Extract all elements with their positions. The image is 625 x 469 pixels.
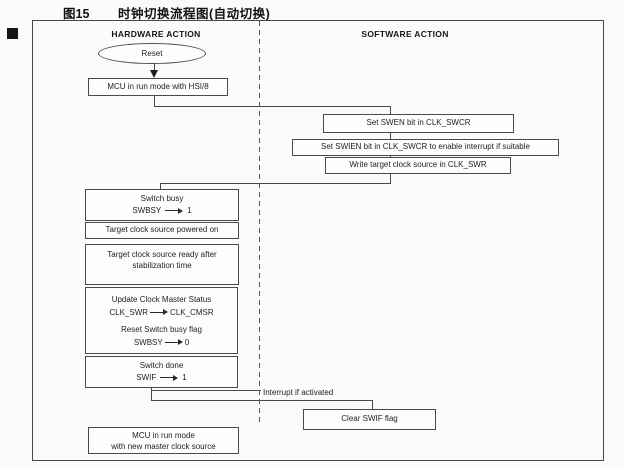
- interrupt-if-activated-label: Interrupt if activated: [263, 388, 334, 397]
- arrow-right-icon: [150, 308, 169, 316]
- connector-swen-to-swien: [390, 132, 391, 140]
- node-clock-ready: Target clock source ready after stabiliz…: [85, 244, 239, 285]
- node-set-swien-label: Set SWIEN bit in CLK_SWCR to enable inte…: [321, 142, 530, 152]
- swbsy-register: SWBSY: [132, 205, 162, 215]
- node-switch-busy: Switch busy SWBSY 1: [85, 189, 239, 221]
- flowchart-frame: [32, 20, 604, 461]
- connector-into-swen: [390, 106, 391, 115]
- connector-software-to-hardware: [160, 183, 391, 184]
- node-clock-powered-on-label: Target clock source powered on: [105, 225, 219, 235]
- node-write-target-clock-label: Write target clock source in CLK_SWR: [349, 160, 487, 170]
- connector-into-clear-swif: [372, 400, 373, 410]
- connector-reset-to-mcu: [154, 63, 155, 72]
- node-clock-powered-on: Target clock source powered on: [85, 222, 239, 239]
- update-assignment: CLK_SWR CLK_CMSR: [109, 306, 213, 319]
- reset-terminal-node: Reset: [98, 43, 206, 64]
- mcu-new-clock-line2: with new master clock source: [111, 441, 216, 451]
- figure-title: 时钟切换流程图(自动切换): [118, 7, 271, 21]
- node-mcu-run-hsi8: MCU in run mode with HSI/8: [88, 78, 228, 96]
- connector-done-down: [151, 388, 152, 400]
- swbsy-reset-value: 0: [184, 337, 190, 347]
- swbsy-register: SWBSY: [133, 337, 163, 347]
- switch-done-title: Switch done: [139, 361, 184, 370]
- connector-mcu-down: [154, 96, 155, 106]
- node-mcu-run-new-clock: MCU in run mode with new master clock so…: [88, 427, 239, 454]
- clock-ready-line1: Target clock source ready after: [107, 250, 217, 259]
- connector-write-down: [390, 173, 391, 184]
- arrow-right-icon: [165, 207, 184, 215]
- node-set-swen-label: Set SWEN bit in CLK_SWCR: [366, 118, 471, 128]
- connector-mcu-to-software: [154, 106, 391, 107]
- node-write-target-clock: Write target clock source in CLK_SWR: [325, 157, 511, 174]
- reset-label: Reset: [141, 49, 163, 58]
- arrow-right-icon: [160, 374, 179, 382]
- arrow-down-icon: [150, 70, 158, 78]
- update-subtitle: Reset Switch busy flag: [121, 324, 202, 334]
- clk-cmsr-register: CLK_CMSR: [170, 307, 214, 317]
- column-divider-dashed-line: [259, 21, 260, 424]
- arrow-right-icon: [164, 338, 183, 346]
- node-set-swen: Set SWEN bit in CLK_SWCR: [323, 114, 514, 133]
- margin-square-marker: [7, 28, 18, 39]
- figure-number: 图15: [63, 7, 90, 21]
- connector-swien-to-write: [390, 155, 391, 158]
- clock-ready-line2: stabilization time: [132, 260, 192, 270]
- clk-swr-register: CLK_SWR: [109, 307, 149, 317]
- hardware-action-header: HARDWARE ACTION: [111, 29, 201, 39]
- connector-done-to-clear: [151, 400, 373, 401]
- swif-value: 1: [182, 372, 187, 382]
- connector-into-switch-busy: [160, 183, 161, 190]
- swbsy-value: 1: [187, 205, 192, 215]
- node-clear-swif-flag-label: Clear SWIF flag: [341, 414, 398, 424]
- switch-busy-title: Switch busy: [140, 194, 184, 203]
- software-action-header: SOFTWARE ACTION: [361, 29, 449, 39]
- switch-busy-assignment: SWBSY 1: [132, 206, 191, 217]
- mcu-new-clock-line1: MCU in run mode: [132, 430, 195, 440]
- node-set-swien: Set SWIEN bit in CLK_SWCR to enable inte…: [292, 139, 559, 156]
- node-switch-done: Switch done SWIF 1: [85, 356, 238, 388]
- node-mcu-run-hsi8-label: MCU in run mode with HSI/8: [107, 81, 209, 91]
- node-update-clock-master: Update Clock Master Status CLK_SWR CLK_C…: [85, 287, 238, 354]
- connector-done-step-upper: [151, 390, 261, 391]
- switch-done-assignment: SWIF 1: [136, 373, 186, 384]
- update-title: Update Clock Master Status: [111, 294, 212, 304]
- swif-register: SWIF: [136, 372, 157, 382]
- node-clear-swif-flag: Clear SWIF flag: [303, 409, 436, 430]
- reset-busy-assignment: SWBSY 0: [134, 336, 189, 349]
